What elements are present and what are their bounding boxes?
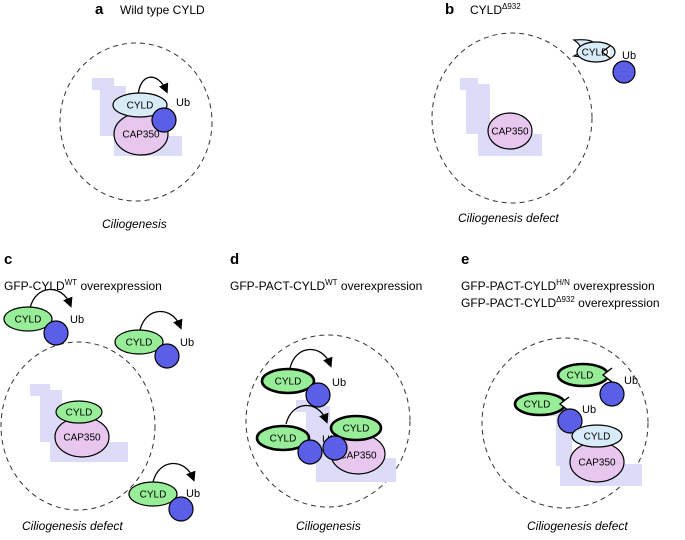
cap350-label: CAP350 (578, 458, 616, 469)
cyld-label: CYLD (275, 377, 302, 388)
panel-caption: Ciliogenesis (296, 519, 361, 533)
panel-caption: Ciliogenesis (102, 217, 167, 231)
gfp-cyld-protein (128, 481, 178, 507)
cyld-label: CYLD (584, 432, 611, 443)
ubiquitin (43, 320, 69, 346)
cyld-truncation-notch (601, 367, 613, 383)
panel-title: GFP-PACT-CYLDWT overexpression (230, 278, 422, 293)
cell-boundary (59, 42, 213, 202)
gfp-cyld-protein (114, 329, 164, 355)
ub-label: Ub (70, 314, 84, 326)
ub-label: Ub (176, 97, 190, 109)
truncated-cyld-protein (576, 41, 616, 63)
cyld-label: CYLD (567, 371, 594, 382)
cyld-label: CYLD (126, 338, 153, 349)
cyld-label: CYLD (66, 408, 93, 419)
panel-letter: b (445, 1, 454, 18)
panel-letter: e (461, 251, 469, 268)
cap350-label: CAP350 (339, 451, 377, 462)
panel-title: GFP-CYLDWT overexpression (4, 278, 162, 293)
ubiquitin (557, 408, 583, 434)
gfp-cyld-protein (3, 306, 53, 332)
panel-e: e GFP-PACT-CYLDH/N overexpression GFP-PA… (461, 251, 660, 533)
cap350-protein (487, 112, 533, 150)
cell-boundary (431, 32, 593, 204)
panel-caption: Ciliogenesis defect (527, 519, 628, 533)
cyld-label: CYLD (524, 400, 551, 411)
panel-title: CYLDΔ932 (470, 2, 521, 17)
ubiquitin (322, 435, 348, 461)
deubiquitination-arrow (139, 310, 183, 331)
ub-label: Ub (186, 488, 200, 500)
panel-title-line2: GFP-PACT-CYLDΔ932 overexpression (461, 295, 660, 310)
panel-caption: Ciliogenesis defect (458, 211, 559, 225)
panel-letter: c (4, 251, 12, 268)
cell-boundary (481, 337, 649, 509)
panel-letter: a (95, 1, 104, 18)
panel-c: c GFP-CYLDWT overexpression CAP350 CYLD … (0, 251, 200, 533)
gfp-cyld-protein (55, 400, 103, 424)
ub-label: Ub (622, 50, 636, 62)
cyld-label: CYLD (343, 424, 370, 435)
cyld-label: CYLD (140, 490, 167, 501)
ub-label: Ub (624, 375, 638, 387)
panel-b: b CYLDΔ932 CAP350 CYLD Ub Ciliogenesis d… (431, 1, 636, 225)
panel-letter: d (230, 251, 239, 268)
gfp-pact-cyld-protein (329, 414, 383, 442)
cap350-label: CAP350 (63, 433, 101, 444)
cyld-truncation-notch (558, 396, 570, 412)
panel-title-line1: GFP-PACT-CYLDH/N overexpression (461, 278, 655, 293)
cyld-label: CYLD (270, 434, 297, 445)
ubiquitin (297, 439, 323, 465)
panel-title: Wild type CYLD (120, 3, 205, 17)
cyld-truncation-notch (601, 45, 611, 59)
gfp-pact-cyld-protein (260, 367, 316, 395)
ub-label: Ub (332, 377, 346, 389)
cell-boundary (0, 341, 156, 511)
deubiquitination-arrow (29, 288, 73, 309)
panel-a: a Wild type CYLD CAP350 CYLD Ub Ciliogen… (59, 1, 213, 231)
cap350-label: CAP350 (491, 127, 529, 138)
cyld-label: CYLD (582, 48, 609, 59)
ubiquitin (599, 381, 625, 407)
deubiquitination-arrow (285, 404, 329, 425)
ubiquitin (305, 382, 331, 408)
ubiquitin (168, 496, 194, 522)
ub-label: Ub (582, 404, 596, 416)
cyld-protein (112, 92, 168, 118)
deubiquitination-arrow (152, 462, 196, 483)
deubiquitination-arrow (137, 76, 169, 97)
ubiquitin (151, 107, 177, 133)
panel-caption: Ciliogenesis defect (22, 519, 123, 533)
ubiquitin (154, 343, 180, 369)
gfp-pact-cyld-protein (255, 424, 311, 452)
cell-boundary (245, 334, 411, 508)
cyld-label: CYLD (127, 101, 154, 112)
cyld-protein (571, 424, 623, 448)
ubiquitin (612, 60, 636, 84)
deubiquitination-arrow (289, 348, 333, 369)
ub-label: Ub (180, 337, 194, 349)
cyld-label: CYLD (15, 315, 42, 326)
panel-d: d GFP-PACT-CYLDWT overexpression CYLD Ub… (230, 251, 422, 533)
cap350-label: CAP350 (122, 130, 160, 141)
